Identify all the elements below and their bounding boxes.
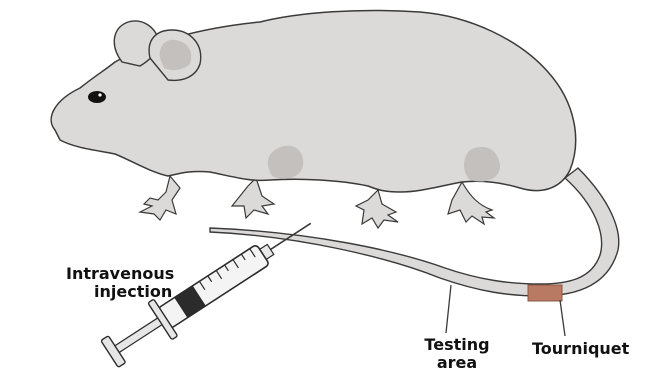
tourniquet-label: Tourniquet (532, 340, 629, 358)
mouse-middle-foot (356, 190, 398, 228)
intravenous-label: Intravenous injection (66, 265, 206, 301)
mouse-eye (88, 91, 106, 103)
testing-area-label: Testing area (417, 336, 497, 372)
mouse-eye-highlight (98, 93, 101, 96)
syringe-plunger-rod (114, 318, 162, 353)
tourniquet-label-text: Tourniquet (532, 339, 629, 358)
intravenous-label-line2: injection (66, 283, 206, 301)
mouse-front-paw-left (140, 176, 180, 220)
testing-area-label-line2: area (417, 354, 497, 372)
testing-area-leader (446, 285, 451, 333)
tourniquet-leader (560, 300, 565, 336)
intravenous-label-line1: Intravenous (66, 265, 206, 283)
mouse-hind-foot (448, 182, 494, 224)
testing-area-label-line1: Testing (417, 336, 497, 354)
tourniquet-band (528, 285, 562, 301)
mouse-front-paw-right (232, 178, 274, 218)
